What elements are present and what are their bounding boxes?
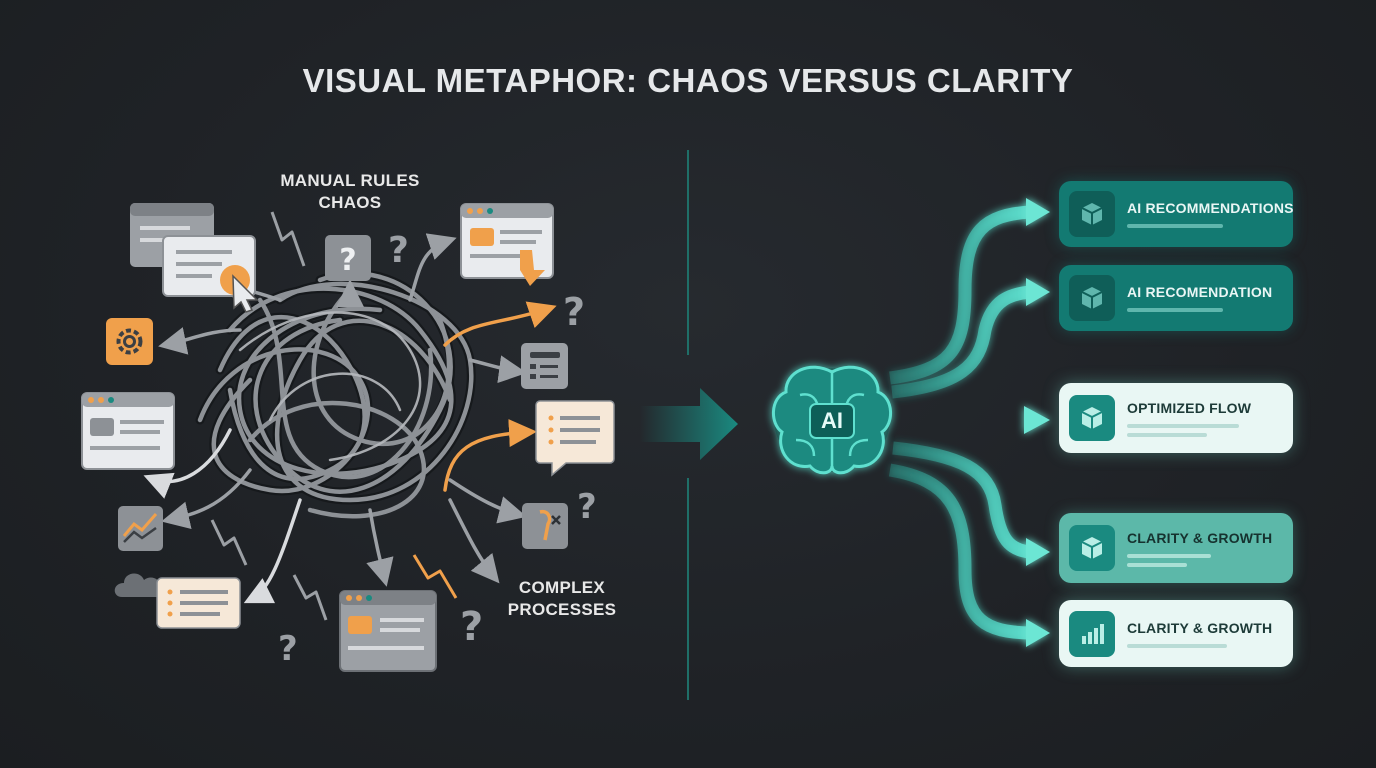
window-card-left [81, 392, 175, 470]
question-mark-icons: ? ? ? ? ? [278, 230, 597, 669]
output-label: AI RECOMENDATION [1127, 284, 1273, 300]
flow-lines [888, 205, 1031, 640]
svg-text:?: ? [278, 629, 298, 669]
output-card-clarity-growth-1[interactable]: CLARITY & GROWTH [1059, 513, 1293, 583]
list-icon [521, 343, 568, 389]
output-card-ai-recommendations[interactable]: AI RECOMMENDATIONS [1059, 181, 1293, 247]
placeholder-bar [1127, 432, 1207, 437]
ai-label: AI [821, 408, 843, 433]
lightning-icons [210, 211, 458, 621]
trend-chart-icon [118, 506, 163, 551]
output-label: AI RECOMMENDATIONS [1127, 200, 1294, 216]
bar-chart-icon [1069, 610, 1115, 657]
cloud-icon [114, 573, 166, 597]
svg-text:?: ? [563, 290, 585, 334]
tools-icon [522, 503, 568, 549]
svg-text:?: ? [460, 604, 483, 650]
window-card-bottomleft [156, 577, 241, 629]
question-box-icon: ? [325, 235, 371, 281]
flow-arrowheads [1024, 198, 1050, 647]
window-card-bottom [339, 590, 437, 672]
output-label: CLARITY & GROWTH [1127, 529, 1273, 546]
cube-icon [1069, 191, 1115, 237]
divider-bottom [687, 478, 689, 700]
output-card-optimized-flow[interactable]: OPTIMIZED FLOW [1059, 383, 1293, 453]
placeholder-bar [1127, 553, 1211, 558]
placeholder-bar [1127, 224, 1223, 228]
window-card-topright [460, 203, 554, 286]
label-manual-rules-chaos: MANUAL RULES CHAOS [280, 171, 420, 212]
svg-text:?: ? [577, 487, 597, 527]
placeholder-bar [1127, 562, 1187, 567]
placeholder-bar [1127, 643, 1227, 648]
window-card-topleft-front [162, 235, 259, 313]
output-card-ai-recomendation[interactable]: AI RECOMENDATION [1059, 265, 1293, 331]
page-title: VISUAL METAPHOR: CHAOS VERSUS CLARITY [302, 62, 1074, 99]
cube-icon [1069, 395, 1115, 441]
svg-text:?: ? [339, 243, 356, 278]
svg-text:?: ? [388, 230, 409, 271]
divider-top [687, 150, 689, 355]
cube-icon [1069, 275, 1115, 321]
cube-icon [1069, 525, 1115, 571]
placeholder-bar [1127, 308, 1223, 312]
transition-arrow [640, 388, 738, 460]
output-label: CLARITY & GROWTH [1127, 619, 1273, 636]
label-complex-processes: COMPLEX PROCESSES [507, 578, 617, 619]
output-label: OPTIMIZED FLOW [1127, 399, 1252, 416]
placeholder-bar [1127, 423, 1239, 428]
tangled-lines [195, 269, 476, 519]
ai-brain-icon [772, 365, 892, 475]
chaos-arrows [143, 233, 557, 604]
chat-bubble-icon [535, 400, 615, 477]
output-card-clarity-growth-2[interactable]: CLARITY & GROWTH [1059, 600, 1293, 667]
gear-icon [106, 318, 153, 365]
